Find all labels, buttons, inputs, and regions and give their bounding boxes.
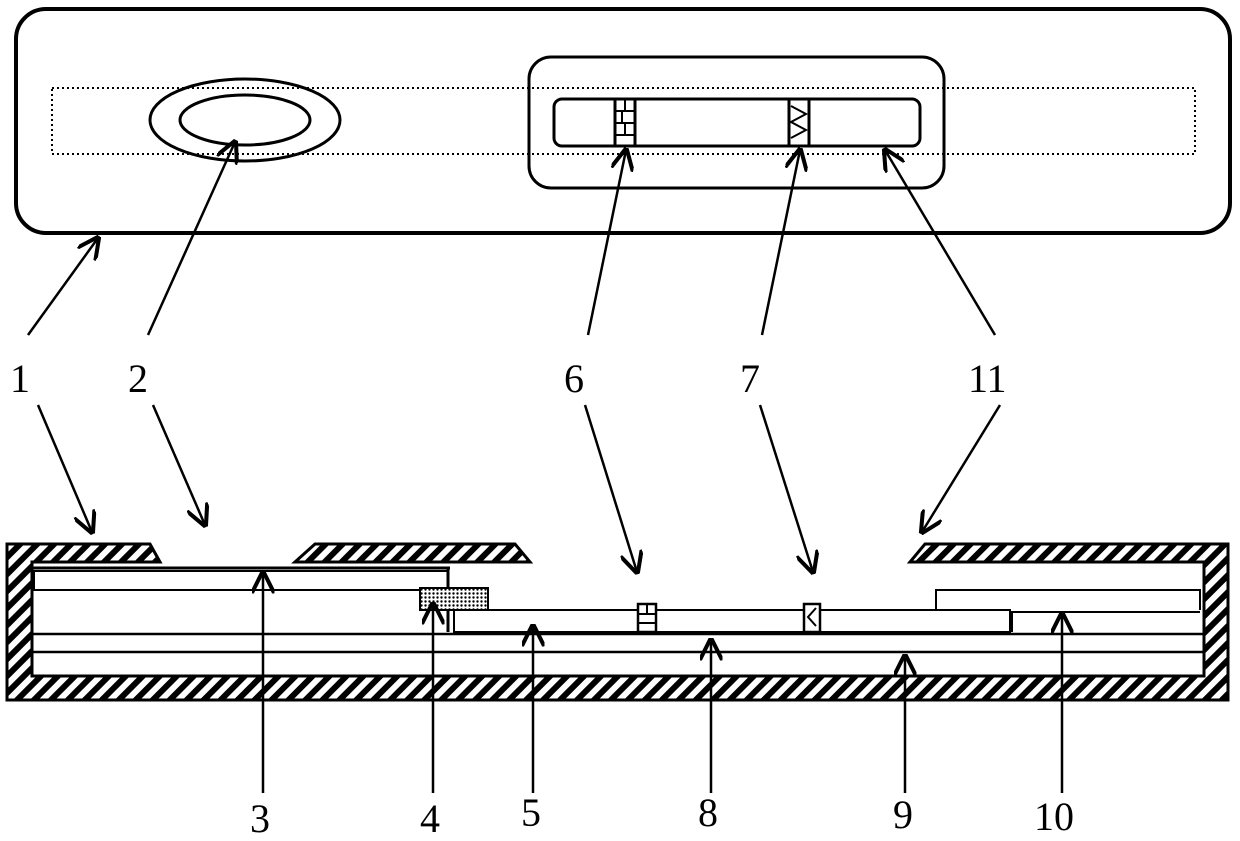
sample-pad (34, 571, 448, 590)
conjugate-pad (420, 588, 488, 610)
sample-well-inner (180, 95, 310, 145)
label-10: 10 (1034, 794, 1074, 839)
label-2: 2 (128, 356, 148, 401)
test-line-section (638, 604, 656, 632)
label-5: 5 (521, 790, 541, 835)
control-line-section (804, 604, 820, 632)
number-labels: 1 2 6 7 11 3 4 5 8 9 10 (10, 356, 1074, 841)
label-6: 6 (564, 356, 584, 401)
result-window-frame (529, 57, 944, 188)
label-11: 11 (968, 356, 1007, 401)
absorbent-pad (936, 590, 1200, 610)
label-4: 4 (420, 796, 440, 841)
cross-section (7, 544, 1228, 700)
label-8: 8 (698, 790, 718, 835)
result-window-opening (554, 99, 920, 146)
test-line-top (615, 99, 635, 146)
label-1: 1 (10, 356, 30, 401)
nitrocellulose-membrane (454, 610, 1010, 632)
label-7: 7 (740, 356, 760, 401)
housing-top-hatched (295, 544, 530, 562)
top-view (16, 9, 1230, 233)
label-9: 9 (893, 792, 913, 837)
label-3: 3 (250, 796, 270, 841)
control-line-top (789, 99, 809, 146)
